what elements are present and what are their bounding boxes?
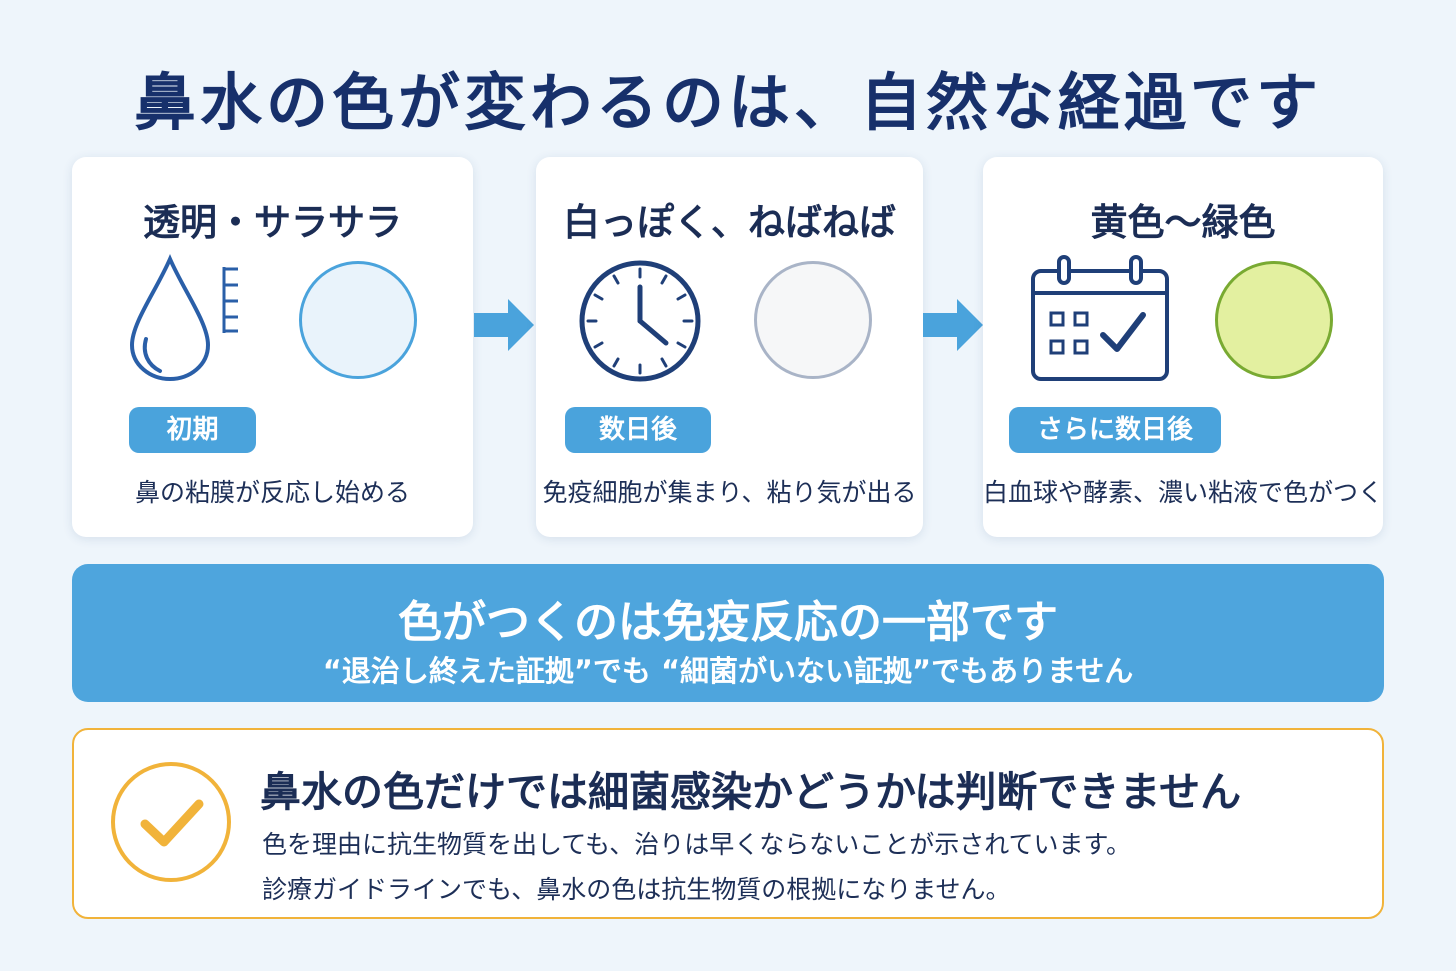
color-swatch-white: [754, 261, 872, 379]
page-title: 鼻水の色が変わるのは、自然な経過です: [133, 66, 1322, 139]
antibiotics-note: 鼻水の色だけでは細菌感染かどうかは判断できません 色を理由に抗生物質を出しても、…: [72, 728, 1384, 919]
note-heading: 鼻水の色だけでは細菌感染かどうかは判断できません: [260, 768, 1242, 816]
stage-badge: 数日後: [565, 407, 711, 453]
water-drop-icon: [129, 254, 238, 382]
clock-icon: [579, 260, 701, 382]
color-swatch-yellow-green: [1215, 261, 1333, 379]
stage-heading: 黄色〜緑色: [1090, 201, 1276, 244]
stage-card-further-days: 黄色〜緑色 さらに数日後 白血球や酵素、濃い粘液で色がつく: [983, 157, 1383, 537]
arrow-right-icon: [923, 299, 983, 351]
stage-description: 免疫細胞が集まり、粘り気が出る: [542, 478, 917, 507]
color-swatch-clear: [299, 261, 417, 379]
note-line-1: 色を理由に抗生物質を出しても、治りは早くならないことが示されています。: [262, 830, 1132, 859]
stage-description: 白血球や酵素、濃い粘液で色がつく: [983, 478, 1384, 507]
stage-heading: 白っぽく、ねばねば: [563, 201, 896, 244]
stage-card-days-later: 白っぽく、ねばねば 数日後 免疫細胞が集まり、粘り気が出る: [536, 157, 923, 537]
stage-description: 鼻の粘膜が反応し始める: [134, 478, 410, 507]
stage-badge: 初期: [129, 407, 256, 453]
immune-response-banner: 色がつくのは免疫反応の一部です “退治し終えた証拠”でも “細菌がいない証拠”で…: [72, 564, 1384, 702]
arrow-right-icon: [474, 299, 534, 351]
banner-main-text: 色がつくのは免疫反応の一部です: [398, 597, 1058, 648]
stage-heading: 透明・サラサラ: [143, 201, 402, 244]
banner-sub-text: “退治し終えた証拠”でも “細菌がいない証拠”でもありません: [322, 654, 1134, 688]
calendar-check-icon: [1031, 255, 1169, 381]
check-circle-icon: [111, 762, 231, 882]
stage-card-initial: 透明・サラサラ 初期 鼻の粘膜が反応し始める: [72, 157, 473, 537]
stage-badge: さらに数日後: [1009, 407, 1221, 453]
note-line-2: 診療ガイドラインでも、鼻水の色は抗生物質の根拠になりません。: [262, 875, 1011, 904]
